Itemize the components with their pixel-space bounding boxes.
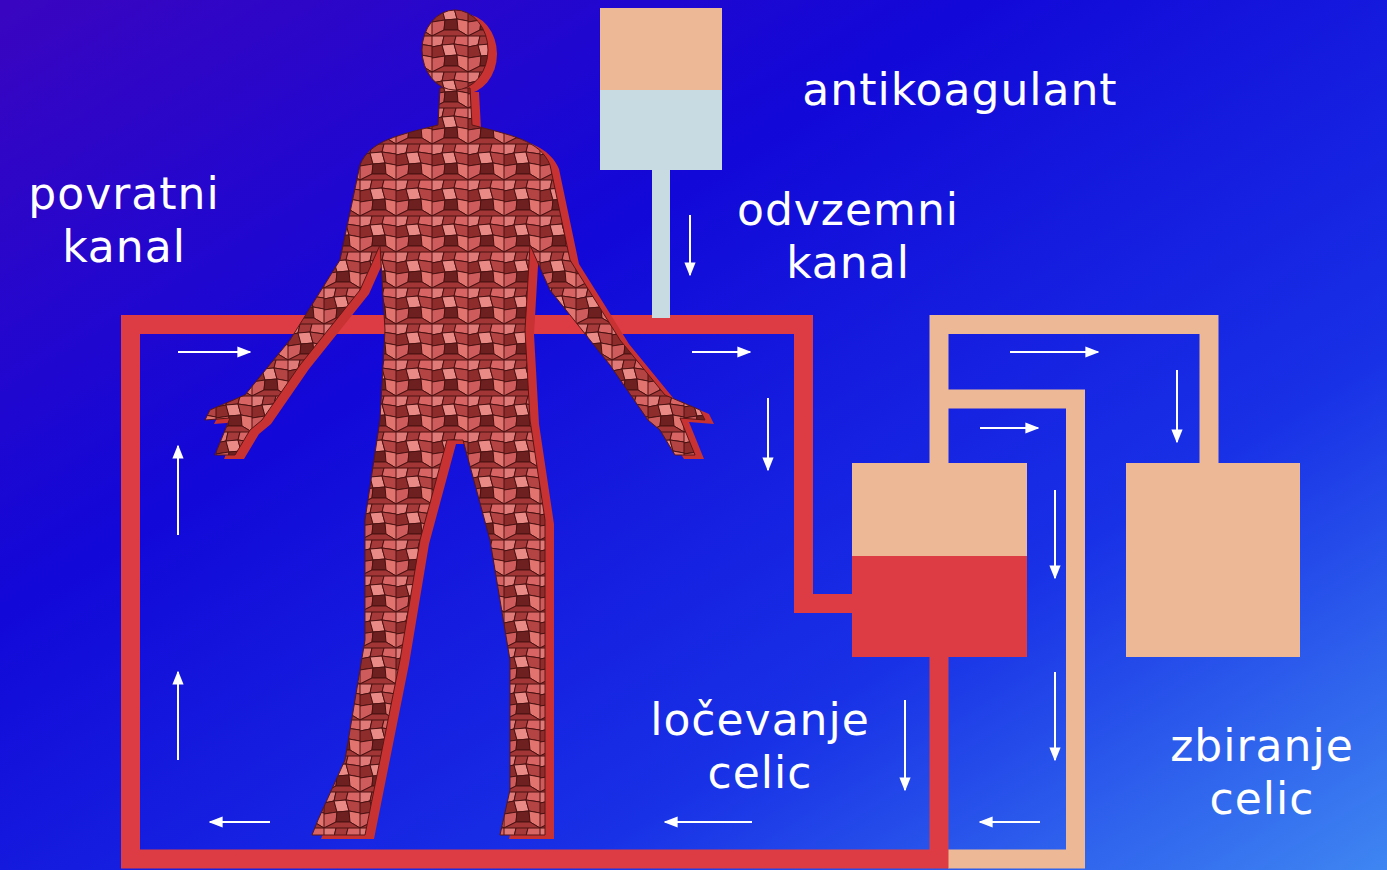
flow-arrow: [692, 351, 750, 353]
anticoagulant-bag: [600, 90, 722, 170]
channel-label: odvzemni kanal: [703, 184, 993, 290]
flow-arrow: [767, 398, 769, 470]
flow-arrow: [904, 700, 906, 790]
flow-arrow: [178, 351, 250, 353]
flow-arrow: [980, 427, 1038, 429]
flow-arrow: [1176, 370, 1178, 442]
flow-arrow: [1054, 490, 1056, 578]
flow-arrow: [1054, 672, 1056, 760]
flow-arrow: [1010, 351, 1098, 353]
flow-arrow: [689, 215, 691, 275]
collection-bag: [1126, 463, 1300, 657]
flow-arrow: [210, 821, 270, 823]
flow-arrow: [177, 446, 179, 535]
flow-arrow: [665, 821, 752, 823]
channel-label: zbiranje celic: [1149, 720, 1375, 826]
channel-label: antikoagulant: [750, 64, 1170, 117]
flow-arrow: [177, 672, 179, 760]
separator: [852, 463, 1027, 556]
anticoagulant-line: [652, 168, 670, 318]
flow-arrow: [980, 821, 1040, 823]
human-figure: [205, 10, 714, 839]
channel-label: ločevanje celic: [624, 694, 896, 800]
anticoagulant-bag: [600, 8, 722, 90]
separator: [852, 556, 1027, 657]
channel-label: povratni kanal: [6, 168, 242, 274]
